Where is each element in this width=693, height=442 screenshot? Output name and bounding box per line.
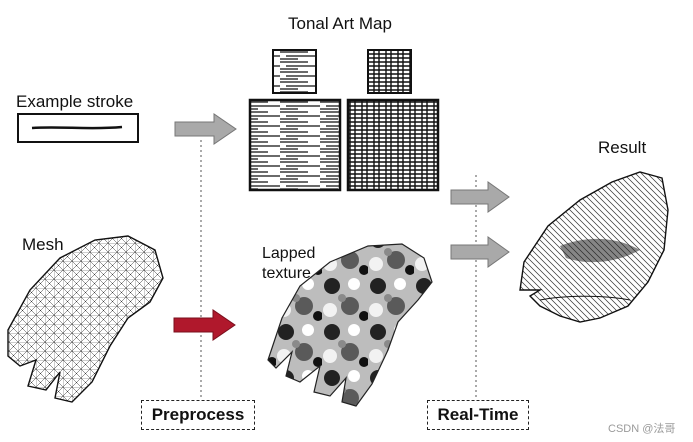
result-label: Result bbox=[598, 138, 646, 158]
tam-tile-light-small bbox=[273, 50, 316, 93]
preprocess-tag: Preprocess bbox=[141, 400, 255, 430]
tam-tile-dark-large bbox=[348, 100, 438, 190]
arrow-tam-to-result bbox=[451, 182, 509, 212]
arrow-stroke-to-tam bbox=[175, 114, 236, 144]
lapped-texture-label: Lapped texture bbox=[262, 244, 315, 284]
arrow-lapped-to-result bbox=[451, 237, 509, 267]
tonal-art-map bbox=[250, 50, 438, 190]
real-time-tag: Real-Time bbox=[427, 400, 529, 430]
watermark: CSDN @法哥 bbox=[608, 420, 675, 436]
arrow-mesh-to-lapped bbox=[174, 310, 235, 340]
example-stroke-label: Example stroke bbox=[16, 92, 133, 112]
tam-tile-light-large bbox=[250, 100, 340, 190]
mesh-hand bbox=[8, 236, 163, 402]
example-stroke bbox=[18, 114, 138, 142]
tonal-art-map-label: Tonal Art Map bbox=[288, 14, 392, 34]
result-hand bbox=[520, 172, 668, 322]
mesh-label: Mesh bbox=[22, 235, 64, 255]
tam-tile-dark-small bbox=[368, 50, 411, 93]
